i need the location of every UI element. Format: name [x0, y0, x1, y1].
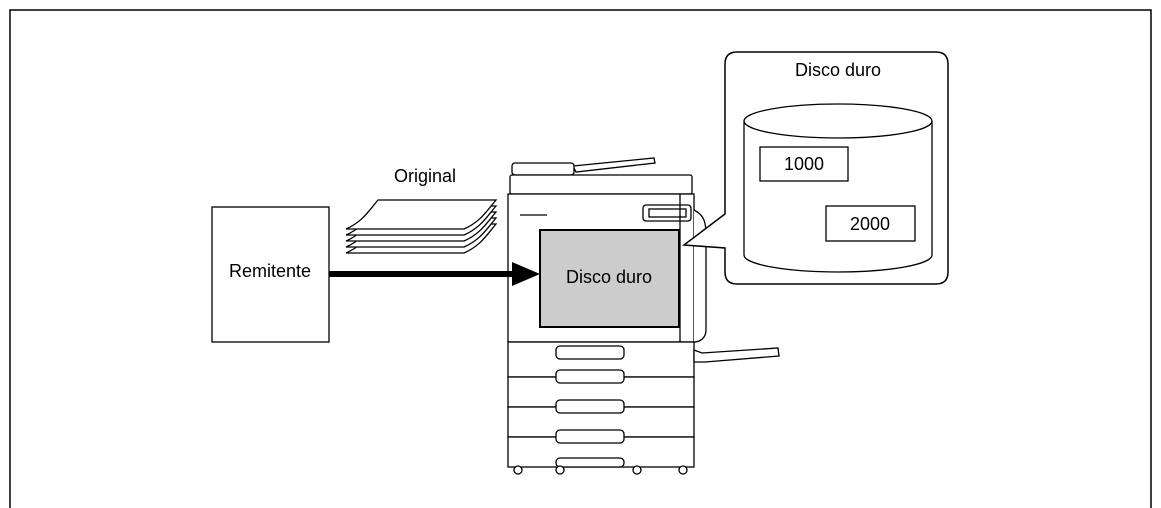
machine-hard-disk-panel: Disco duro [539, 229, 680, 328]
stored-box-2000: 2000 [825, 205, 916, 242]
diagram-frame [9, 9, 1152, 508]
box-1000-label: 1000 [784, 154, 824, 174]
hard-disk-cylinder-icon [743, 103, 933, 273]
original-documents-icon [345, 199, 498, 254]
sender-label: Remitente [229, 261, 311, 281]
stored-box-1000: 1000 [759, 146, 849, 182]
machine-hdd-label: Disco duro [566, 267, 652, 287]
original-label: Original [394, 166, 456, 186]
sender-box: Remitente [211, 206, 330, 343]
send-arrow [329, 262, 540, 286]
hard-disk-callout: Disco duro 1000 2000 [681, 51, 949, 285]
box-2000-label: 2000 [850, 214, 890, 234]
callout-title: Disco duro [795, 60, 881, 80]
